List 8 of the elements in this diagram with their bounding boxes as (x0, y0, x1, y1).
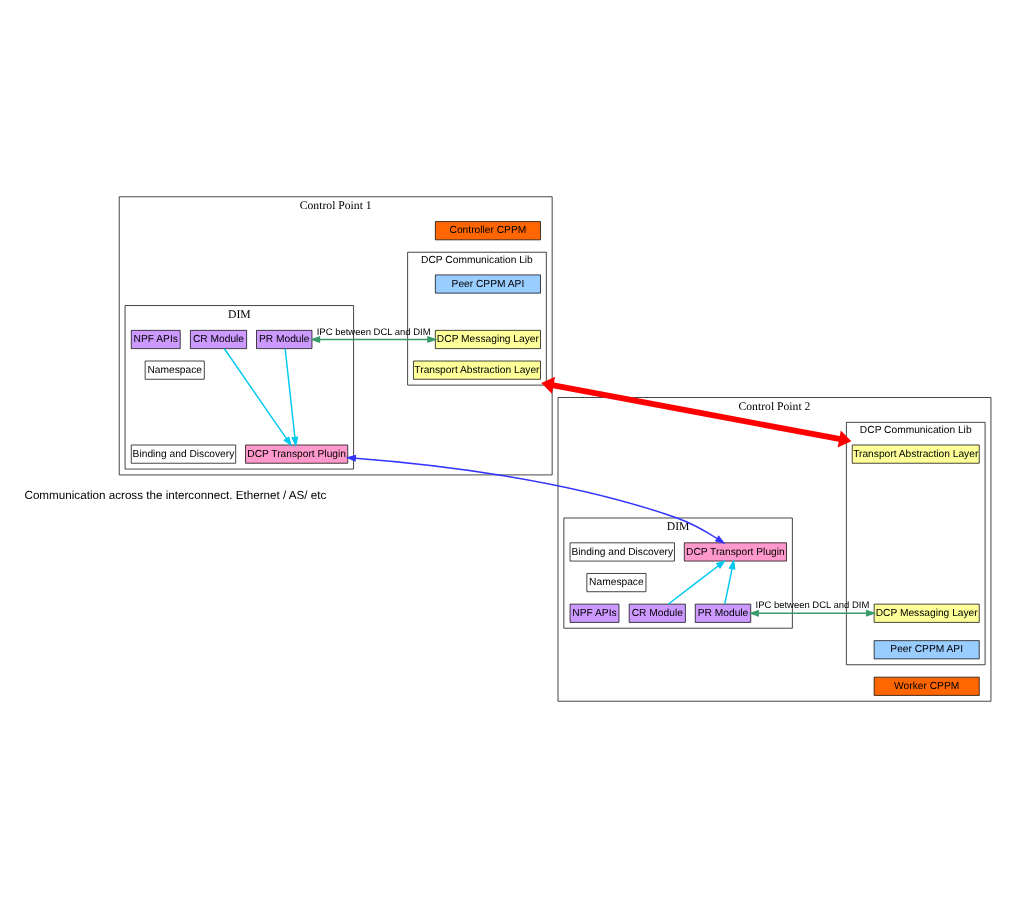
arrow (667, 559, 726, 605)
arrow (309, 335, 438, 344)
arrow (748, 609, 877, 617)
arrow (345, 454, 726, 544)
arrow (223, 348, 292, 447)
arrow (724, 559, 736, 605)
arrow (284, 348, 299, 447)
arrow (541, 376, 852, 448)
